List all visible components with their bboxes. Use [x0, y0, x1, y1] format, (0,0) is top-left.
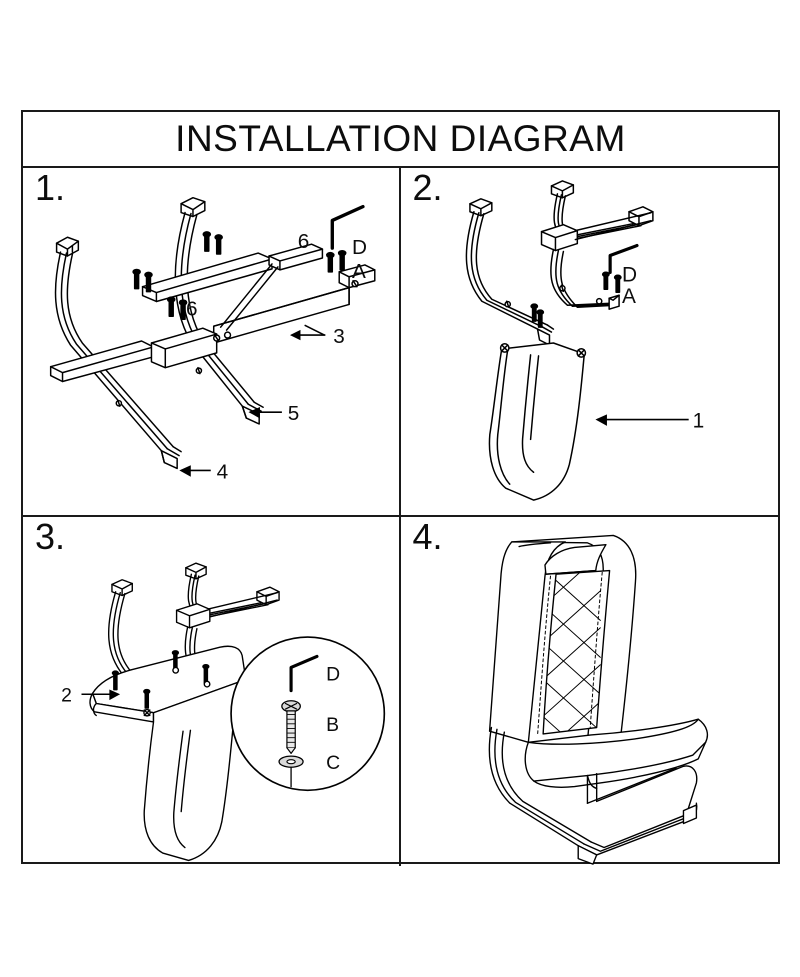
- screws-mid: [132, 268, 153, 293]
- callout-1-4: 4: [217, 460, 229, 483]
- bracket-6-far: [268, 243, 324, 271]
- page-title: INSTALLATION DIAGRAM: [175, 118, 626, 159]
- panel-step-2: 2.: [400, 168, 779, 517]
- screws-3: [111, 650, 210, 709]
- part-4-foot: [160, 445, 182, 470]
- callout-1-6a: 6: [298, 230, 310, 253]
- frame2-left-foot: [536, 324, 554, 346]
- screws-2-left: [529, 303, 544, 328]
- detail-label-B: B: [326, 714, 339, 736]
- screws-part3: [326, 249, 347, 273]
- frame2-far-cap: [550, 180, 574, 199]
- chair-seat: [524, 718, 708, 790]
- panel-1-leaders: [179, 324, 326, 477]
- chair-backrest: [488, 534, 636, 743]
- rear-upper-rail-far: [141, 252, 273, 303]
- callout-1-3: 3: [333, 325, 345, 348]
- panel-3-leaders: [81, 689, 121, 701]
- frame2-near-foot: [607, 294, 620, 310]
- panel-grid: 1.: [23, 168, 778, 866]
- allen-key-icon-2: [608, 243, 639, 274]
- hardware-detail-inset: [230, 636, 386, 792]
- callout-2-A: A: [622, 285, 636, 308]
- title-bar: INSTALLATION DIAGRAM: [23, 112, 778, 168]
- diamond-quilting-pattern: [542, 570, 601, 734]
- washer-icon: [278, 755, 304, 768]
- panel-3-artwork: 2 D B C: [23, 517, 399, 866]
- bracket-6-near: [49, 340, 155, 383]
- panel-2-artwork: D A 1: [401, 168, 779, 515]
- frame2-centre-block: [540, 223, 578, 252]
- panel-1-artwork: D A 6 6 3 5 4: [23, 168, 399, 515]
- frame2-near-cap: [468, 198, 493, 217]
- frame3-centre-block: [175, 603, 211, 629]
- part-2-seat-cushion: [89, 645, 247, 862]
- callout-3-2: 2: [61, 685, 72, 707]
- phillips-screw-icon: [281, 700, 301, 754]
- panel-2-leaders: [594, 414, 689, 426]
- frame3-near-cap: [111, 579, 133, 597]
- installation-diagram-sheet: INSTALLATION DIAGRAM 1.: [21, 110, 780, 866]
- chair-cantilever-base: [488, 726, 697, 865]
- right-frame-top-cap: [180, 196, 206, 218]
- callout-1-6b: 6: [186, 297, 198, 320]
- panel-1-number: 1.: [35, 168, 66, 208]
- detail-label-C: C: [326, 752, 340, 774]
- screws-2-right: [601, 271, 622, 294]
- panel-4-artwork: [401, 517, 779, 866]
- allen-key-icon-1: [330, 204, 365, 250]
- panel-3-number: 3.: [35, 517, 66, 557]
- frame3-far-cap: [185, 562, 207, 580]
- detail-label-D: D: [326, 663, 340, 685]
- panel-step-3: 3.: [23, 517, 401, 866]
- panel-4-number: 4.: [412, 517, 443, 557]
- callout-2-D: D: [622, 263, 637, 286]
- screws-upper: [202, 231, 223, 255]
- callout-2-1: 1: [692, 410, 704, 433]
- panel-step-1: 1.: [23, 168, 401, 517]
- screws-lower: [166, 296, 188, 321]
- panel-step-4: 4.: [401, 517, 779, 866]
- callout-1-5: 5: [288, 402, 300, 425]
- near-cross-block: [150, 327, 218, 369]
- callout-1-D: D: [352, 236, 367, 259]
- part-1-backrest-cushion: [488, 342, 586, 501]
- callout-1-A: A: [352, 260, 366, 283]
- panel-2-number: 2.: [412, 168, 443, 208]
